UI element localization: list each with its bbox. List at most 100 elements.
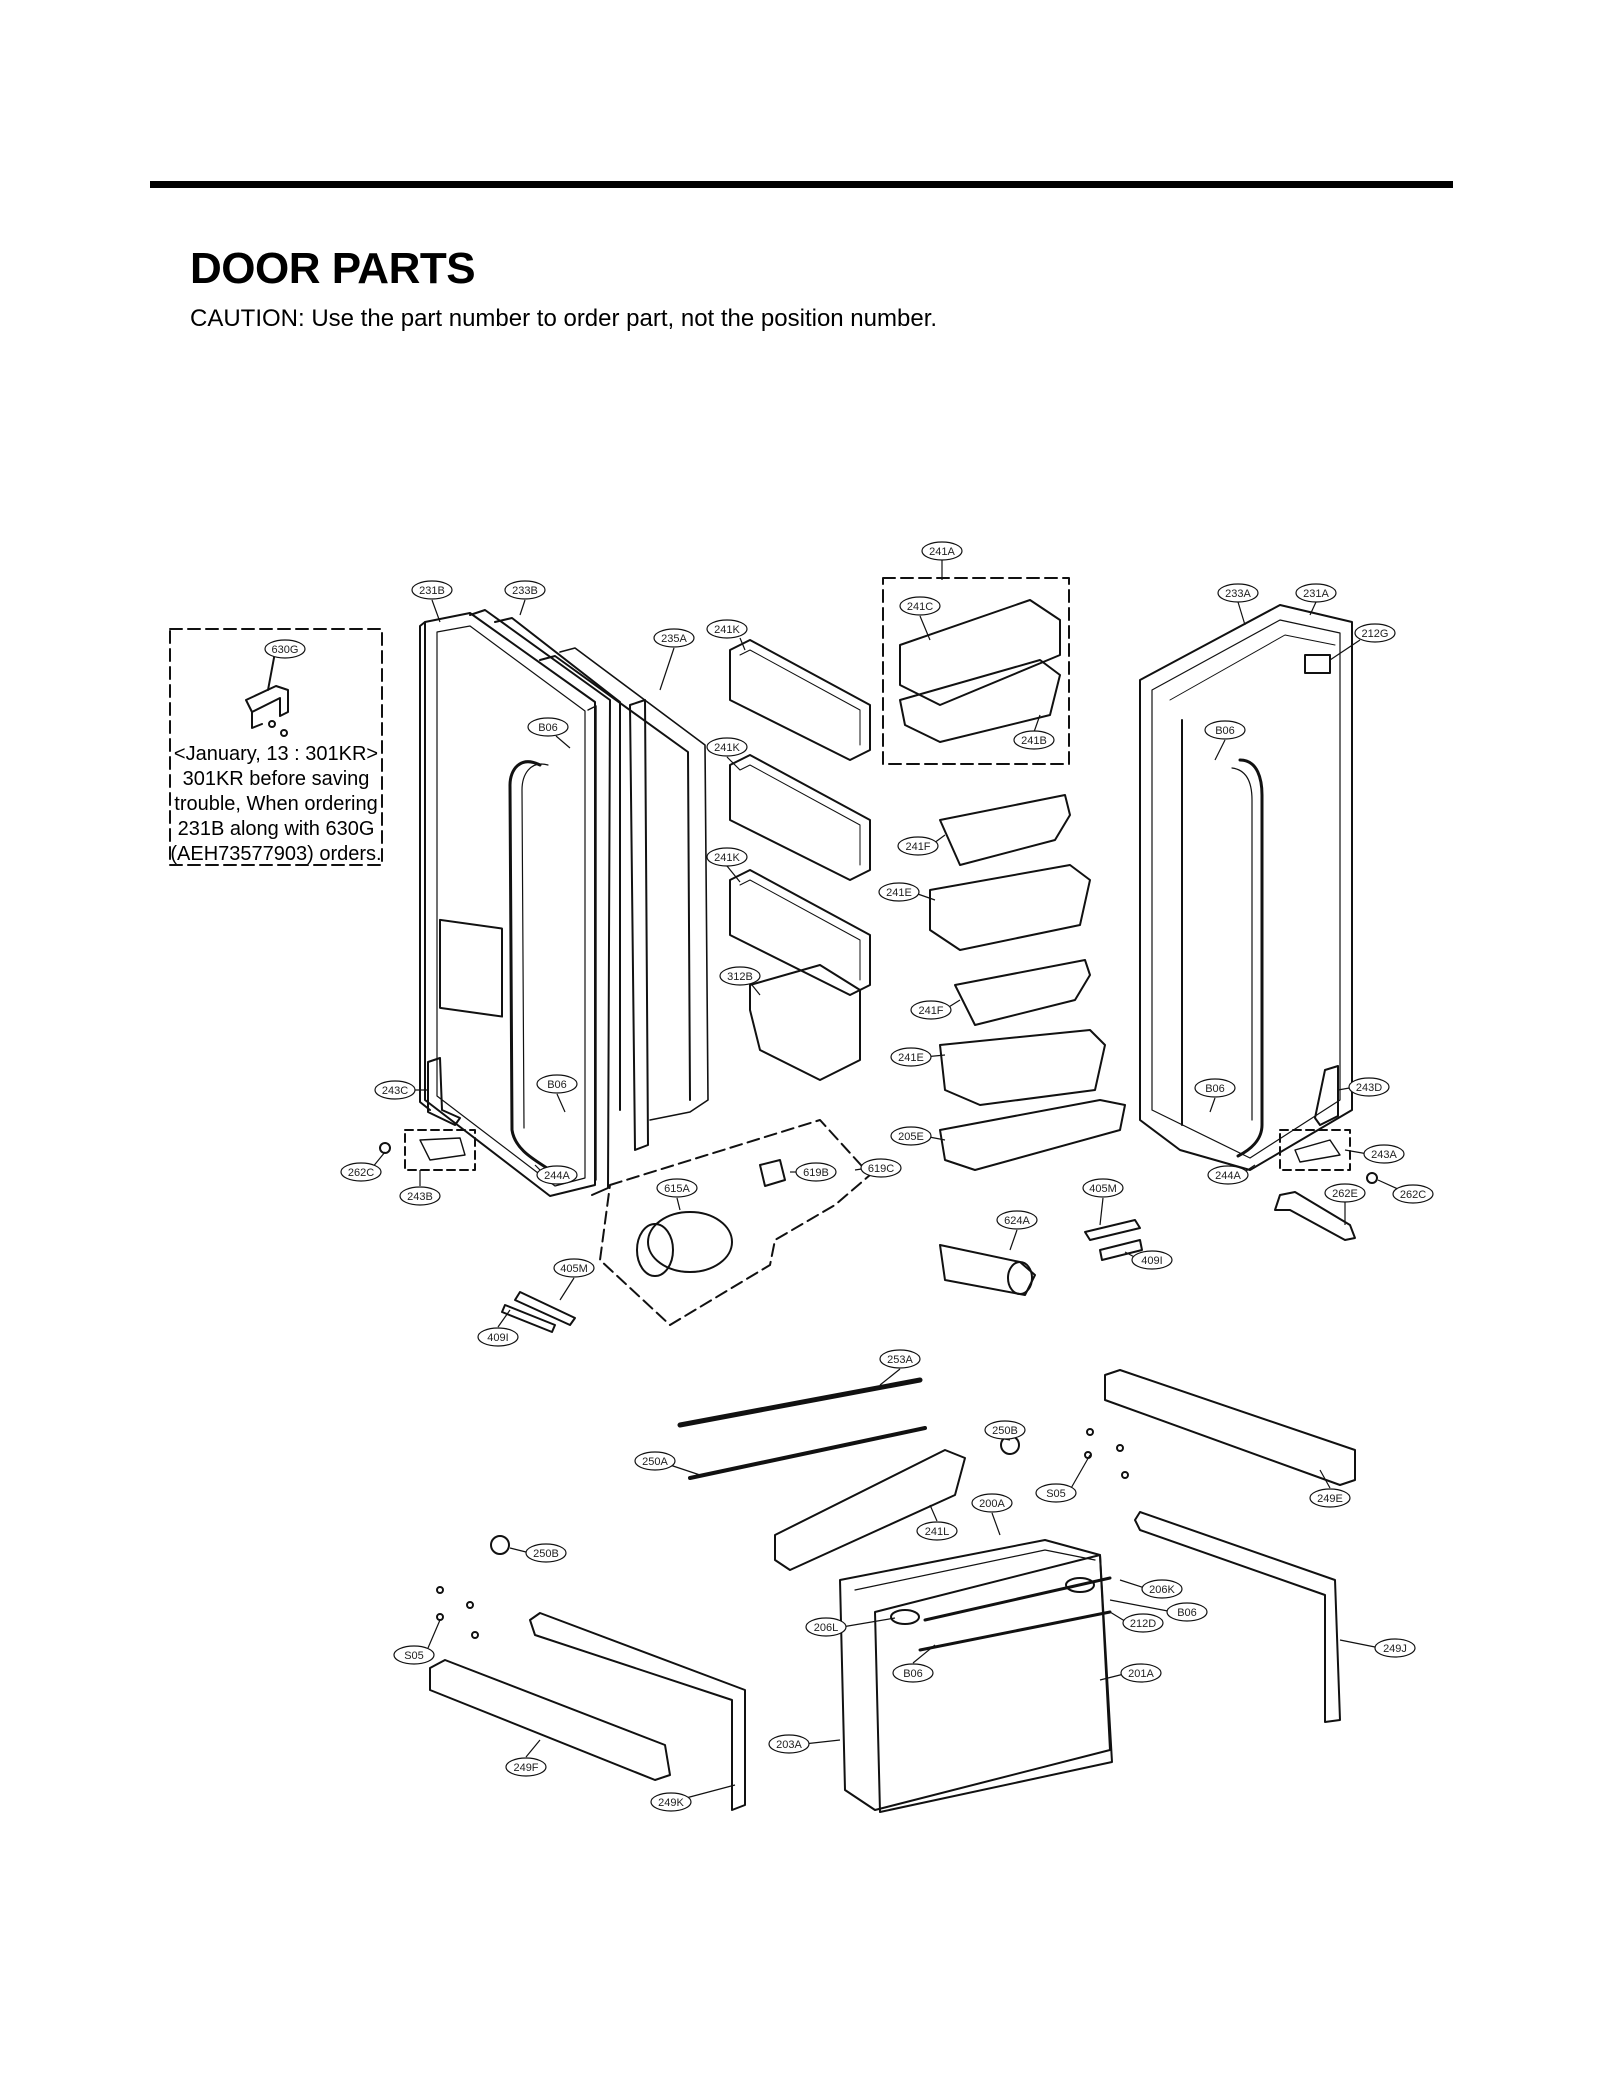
part-callout-231a: 231A <box>1295 583 1337 603</box>
callout-label: 619B <box>803 1167 829 1179</box>
filter-housing-box <box>599 1119 871 1326</box>
note-line: <January, 13 : 301KR> <box>173 743 379 765</box>
part-callout-409i: 409I <box>477 1327 519 1347</box>
callout-label: 615A <box>664 1183 690 1195</box>
bracket-243c <box>427 1057 461 1126</box>
callout-label: 235A <box>661 633 687 645</box>
callout-label: 312B <box>727 971 753 983</box>
part-callout-s05: S05 <box>393 1645 435 1665</box>
part-callout-250a: 250A <box>634 1451 676 1471</box>
callout-label: 630G <box>272 644 299 656</box>
callout-label: 241L <box>925 1526 949 1538</box>
callout-label: 405M <box>560 1263 588 1275</box>
callout-oval <box>1013 730 1055 750</box>
callout-label: 206K <box>1149 1584 1175 1596</box>
header-rule <box>150 181 1453 188</box>
part-callout-624a: 624A <box>996 1210 1038 1230</box>
callout-oval <box>1141 1579 1183 1599</box>
leader-line <box>669 1464 701 1476</box>
callout-label: 243C <box>382 1085 408 1097</box>
callout-oval <box>916 1521 958 1541</box>
callout-label: 241E <box>886 887 912 899</box>
part-callout-243b: 243B <box>399 1186 441 1206</box>
part-callout-241k: 241K <box>706 619 748 639</box>
callout-label: 233A <box>1225 588 1251 600</box>
callout-label: 405M <box>1089 1183 1117 1195</box>
callout-label: 243D <box>1356 1082 1382 1094</box>
callout-label: 241C <box>907 601 933 613</box>
part-callout-250b: 250B <box>525 1543 567 1563</box>
callout-oval <box>653 628 695 648</box>
callout-oval <box>899 596 941 616</box>
leader-line <box>929 1504 938 1522</box>
callout-label: 249F <box>513 1762 538 1774</box>
bracket-249j <box>1134 1511 1341 1723</box>
callout-oval <box>890 1047 932 1067</box>
part-callout-619c: 619C <box>860 1158 902 1178</box>
part-callout-241f: 241F <box>897 836 939 856</box>
callout-oval <box>536 1165 578 1185</box>
callout-label: 249K <box>658 1797 684 1809</box>
part-callout-s05: S05 <box>1035 1483 1077 1503</box>
leader-line <box>1329 639 1361 661</box>
callout-oval <box>1035 1483 1077 1503</box>
part-callout-405m: 405M <box>553 1258 595 1278</box>
callout-oval <box>1131 1250 1173 1270</box>
callout-label: 241B <box>1021 735 1047 747</box>
part-callout-241k: 241K <box>706 847 748 867</box>
callout-oval <box>650 1792 692 1812</box>
drawer-front <box>839 1539 1113 1813</box>
callout-label: 231B <box>419 585 445 597</box>
callout-oval <box>971 1493 1013 1513</box>
callout-oval <box>504 580 546 600</box>
rail-249e <box>1104 1369 1356 1486</box>
callout-label: 241A <box>929 546 955 558</box>
part-callout-212g: 212G <box>1354 623 1396 643</box>
door-bins <box>729 639 871 996</box>
leader-line <box>427 1619 441 1649</box>
callout-oval <box>860 1158 902 1178</box>
callout-label: 250A <box>642 1456 668 1468</box>
leader-line <box>1214 739 1226 761</box>
callout-oval <box>921 541 963 561</box>
leader-line <box>1319 1469 1331 1489</box>
callout-label: B06 <box>903 1668 923 1680</box>
callout-label: 241F <box>918 1005 943 1017</box>
callout-label: B06 <box>547 1079 567 1091</box>
callout-oval <box>768 1734 810 1754</box>
part-callout-409i: 409I <box>1131 1250 1173 1270</box>
part-callout-241e: 241E <box>890 1047 932 1067</box>
callout-oval <box>1166 1602 1208 1622</box>
callout-label: 212D <box>1130 1618 1156 1630</box>
part-callout-241k: 241K <box>706 737 748 757</box>
callout-oval <box>910 1000 952 1020</box>
caution-text: CAUTION: Use the part number to order pa… <box>190 305 938 332</box>
part-callout-b06: B06 <box>527 717 569 737</box>
callout-oval <box>1122 1613 1164 1633</box>
callout-oval <box>706 847 748 867</box>
page-title: DOOR PARTS <box>190 244 476 293</box>
callout-oval <box>553 1258 595 1278</box>
part-callout-206k: 206K <box>1141 1579 1183 1599</box>
callout-oval <box>393 1645 435 1665</box>
part-callout-405m: 405M <box>1082 1178 1124 1198</box>
part-callout-203a: 203A <box>768 1734 810 1754</box>
note-box <box>169 628 383 866</box>
bin-241a-box <box>882 577 1070 765</box>
callout-oval <box>525 1543 567 1563</box>
part-callout-233b: 233B <box>504 580 546 600</box>
leader-line <box>751 984 761 996</box>
callout-label: 243A <box>1371 1149 1397 1161</box>
callout-label: B06 <box>1177 1607 1197 1619</box>
callout-label: 241K <box>714 624 740 636</box>
leader-line <box>555 735 571 749</box>
callout-oval <box>996 1210 1038 1230</box>
callout-oval <box>1374 1638 1416 1658</box>
callout-oval <box>1348 1077 1390 1097</box>
part-callout-249j: 249J <box>1374 1638 1416 1658</box>
part-callout-241c: 241C <box>899 596 941 616</box>
callout-label: 409I <box>1141 1255 1162 1267</box>
callout-label: 231A <box>1303 588 1329 600</box>
leader-line <box>559 1277 575 1301</box>
callout-oval <box>1392 1184 1434 1204</box>
